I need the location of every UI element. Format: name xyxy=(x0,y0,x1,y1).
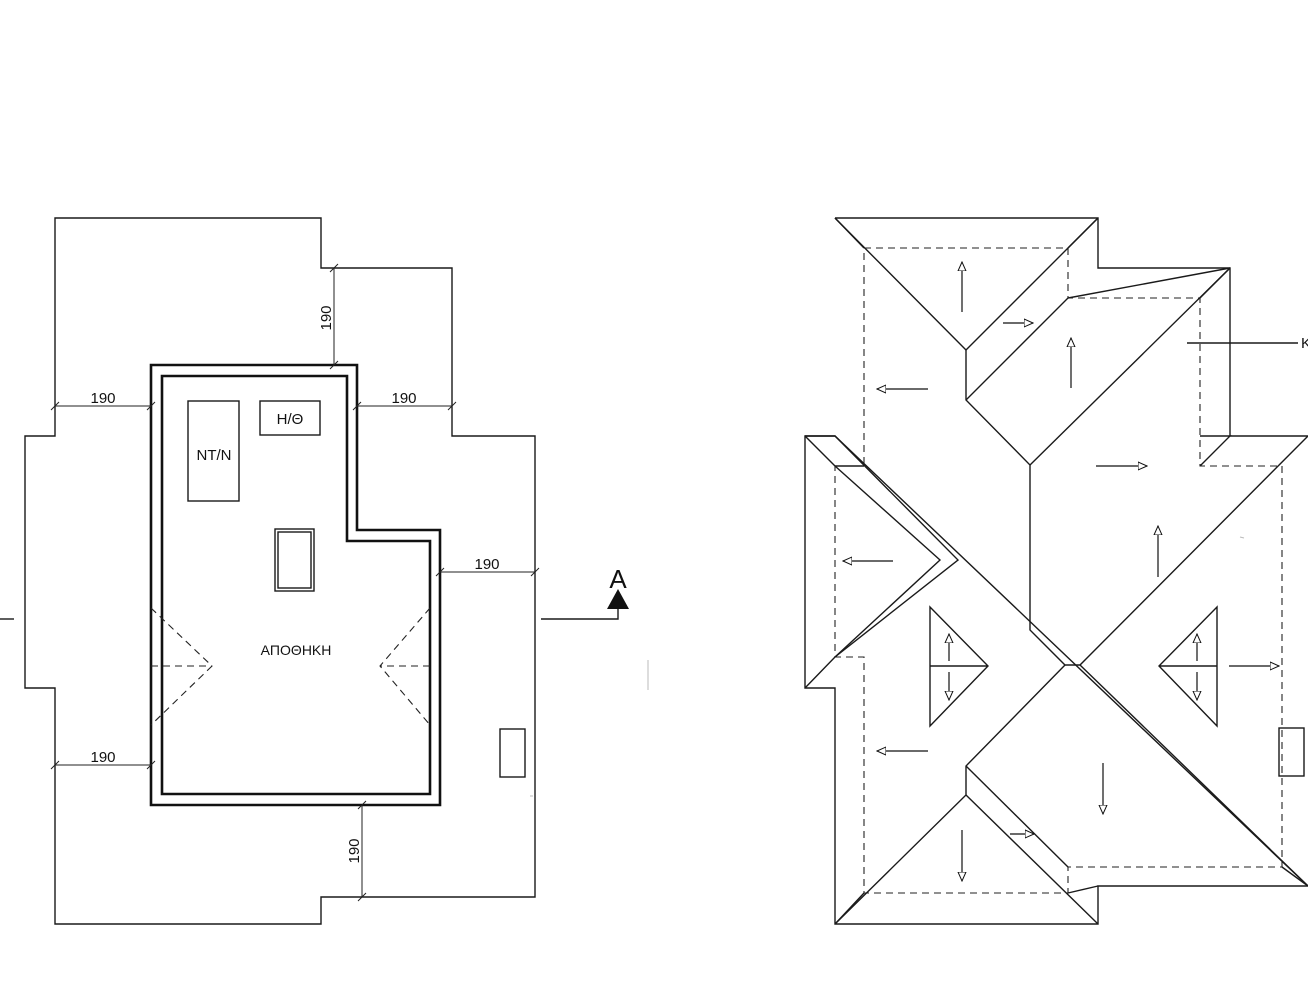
attic-plan: 190 190 190 190 190 190 NT/N H/Θ ΑΠΟΘΗΚΗ… xyxy=(0,217,629,925)
roof-edge-label: K xyxy=(1301,335,1308,352)
dormer-left xyxy=(929,605,989,728)
attic-wall-outer xyxy=(149,363,442,807)
dimension-lines xyxy=(50,263,540,902)
dim-right-mid-label: 190 xyxy=(474,556,499,573)
attic-wall-inner xyxy=(160,374,432,796)
storage-label: ΑΠΟΘΗΚΗ xyxy=(261,642,332,658)
dim-left-upper-label: 190 xyxy=(90,390,115,407)
dim-bottom-label: 190 xyxy=(346,838,363,863)
section-marker-a: A xyxy=(0,564,629,620)
chimney xyxy=(499,728,526,778)
dim-right-upper-label: 190 xyxy=(391,390,416,407)
section-label: A xyxy=(609,564,627,594)
roof-chimney xyxy=(1278,727,1305,777)
electric-room-box xyxy=(259,400,321,436)
slope-arrows xyxy=(843,262,1279,881)
dormer-right xyxy=(1158,605,1218,728)
dim-left-lower-label: 190 xyxy=(90,749,115,766)
ridge-lines xyxy=(804,217,1308,925)
roof-eave-outline xyxy=(804,217,1308,925)
skylight-inner xyxy=(277,531,312,589)
building-outline xyxy=(24,217,536,925)
electric-label: H/Θ xyxy=(277,411,304,428)
wc-label: NT/N xyxy=(197,447,232,464)
roof-plan: K xyxy=(804,217,1308,925)
skylight xyxy=(274,528,315,592)
slope-line-right xyxy=(379,607,431,726)
dim-top-label: 190 xyxy=(318,305,335,330)
wc-room-box xyxy=(187,400,240,502)
slope-line-left xyxy=(150,607,213,726)
scan-marks xyxy=(530,536,1245,797)
